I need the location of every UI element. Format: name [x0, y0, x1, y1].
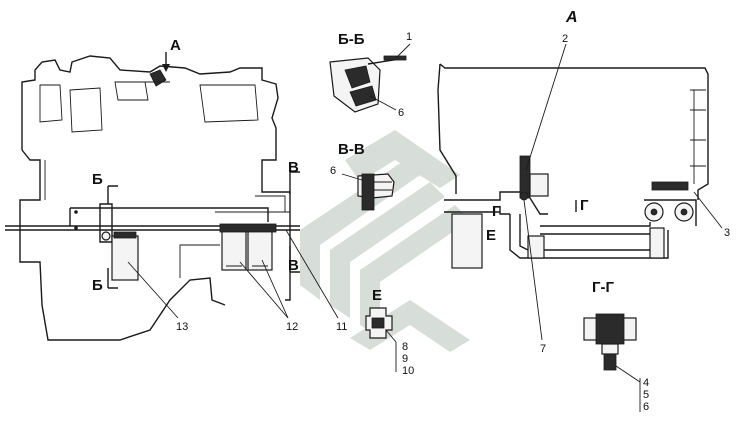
- cut-e-label: Е: [486, 227, 496, 244]
- callout-10: 10: [402, 365, 414, 377]
- view-a-title: А: [565, 9, 578, 26]
- callout-12: 12: [286, 321, 298, 333]
- callout-1: 1: [406, 31, 412, 43]
- callout-13: 13: [176, 321, 188, 333]
- callout-6-gg: 6: [643, 401, 649, 413]
- engine-side-view: [5, 52, 300, 341]
- callout-4: 4: [643, 377, 649, 389]
- leader-lines-right: [523, 43, 723, 341]
- callout-8: 8: [402, 341, 408, 353]
- callout-11: 11: [336, 321, 347, 333]
- labels: А А Б-Б В-В Е Г-Г Б Б В В Г Г Е 1 2 3 6 …: [92, 9, 730, 413]
- section-gg-detail: [583, 313, 641, 412]
- callout-6-vv: 6: [330, 165, 336, 177]
- callout-6-bb: 6: [398, 107, 404, 119]
- section-vv-detail: [341, 173, 395, 211]
- section-cut-markers-left: [107, 171, 300, 289]
- section-e-title: Е: [372, 287, 382, 304]
- callout-2: 2: [562, 33, 568, 45]
- callout-9: 9: [402, 353, 408, 365]
- section-vv-title: В-В: [338, 141, 365, 158]
- section-gg-title: Г-Г: [592, 279, 614, 296]
- view-a-marker: А: [170, 37, 181, 54]
- section-bb-detail: [329, 43, 411, 113]
- section-bb-title: Б-Б: [338, 31, 365, 48]
- section-e-detail: [365, 307, 397, 372]
- view-a-frame: [437, 63, 709, 269]
- cut-g-right-label: Г: [580, 197, 589, 214]
- callout-5: 5: [643, 389, 649, 401]
- cut-v-top-label: В: [288, 159, 299, 176]
- callout-7: 7: [540, 343, 546, 355]
- cut-v-bottom-label: В: [288, 257, 299, 274]
- leader-lines-left: [127, 229, 339, 319]
- callout-3: 3: [724, 227, 730, 239]
- cut-b-bottom-label: Б: [92, 277, 103, 294]
- cut-g-left-label: Г: [492, 203, 501, 220]
- cut-b-top-label: Б: [92, 171, 103, 188]
